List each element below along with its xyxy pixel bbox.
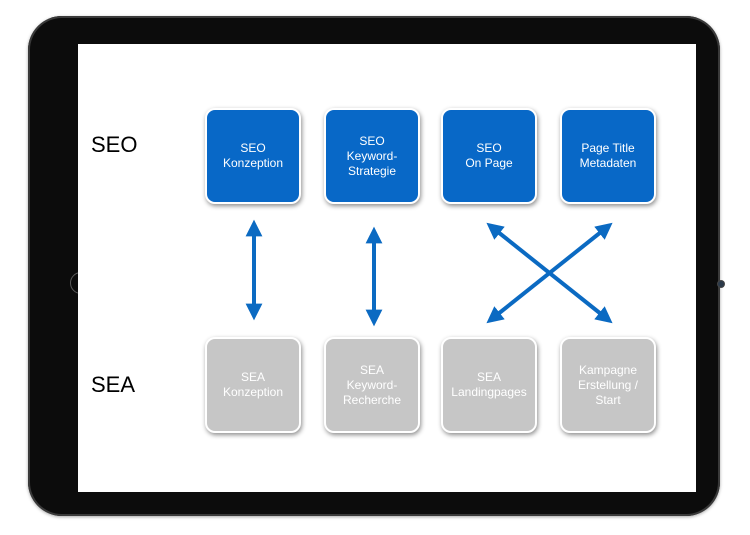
sea-konzeption-box: SEA Konzeption — [205, 337, 301, 433]
box-line: SEO — [240, 141, 266, 155]
box-line: SEO — [359, 133, 385, 148]
kampagne-erstellung-start-box: Kampagne Erstellung / Start — [560, 337, 656, 433]
box-line: Konzeption — [222, 156, 284, 170]
box-line: Keyword- — [346, 148, 398, 163]
box-line: Recherche — [342, 392, 402, 407]
box-line: SEO — [476, 141, 502, 155]
box-line: Landingpages — [451, 385, 527, 399]
box-line: Strategie — [347, 163, 397, 178]
box-line: Page Title — [581, 141, 635, 155]
sea-row-label: SEA — [91, 372, 136, 397]
seo-keyword-strategie-box: SEO Keyword- Strategie — [324, 108, 420, 204]
box-line: Keyword- — [346, 377, 398, 392]
seo-konzeption-box: SEO Konzeption — [205, 108, 301, 204]
box-line: Start — [595, 392, 621, 407]
page-title-metadaten-box: Page Title Metadaten — [560, 108, 656, 204]
sea-keyword-recherche-box: SEA Keyword- Recherche — [324, 337, 420, 433]
seo-row-label: SEO — [91, 132, 138, 157]
seo-on-page-box: SEO On Page — [441, 108, 537, 204]
box-line: SEA — [240, 370, 265, 384]
sea-landingpages-box: SEA Landingpages — [441, 337, 537, 433]
box-line: On Page — [465, 156, 513, 170]
box-line: Metadaten — [579, 156, 637, 170]
box-line: Konzeption — [222, 385, 284, 399]
box-line: SEA — [359, 362, 384, 377]
box-line: Kampagne — [578, 362, 638, 377]
camera-icon — [718, 281, 724, 287]
box-line: Erstellung / — [577, 377, 639, 392]
box-line: SEA — [476, 370, 501, 384]
